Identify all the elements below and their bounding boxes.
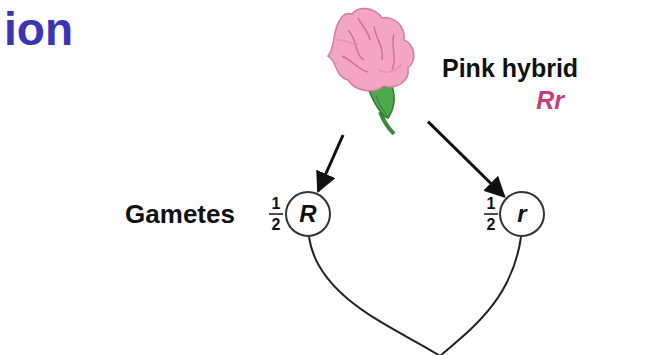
arrow-connector: [318, 135, 343, 191]
fraction-bar: [484, 213, 498, 215]
row-label: Gametes: [125, 201, 235, 227]
fraction-denominator: 2: [487, 217, 496, 233]
fraction-numerator: 1: [272, 196, 281, 212]
slide-title: ion: [4, 2, 73, 56]
gamete-circle: R: [285, 191, 331, 237]
fraction-bar: [269, 213, 283, 215]
fraction-numerator: 1: [487, 196, 496, 212]
genotype-label: Rr: [536, 86, 564, 115]
merge-curve: [440, 237, 521, 355]
arrow-connector: [428, 122, 504, 197]
allele-letter: r: [517, 200, 526, 228]
parent-label: Pink hybrid: [442, 54, 578, 83]
flower-node: Pink hybridRr: [318, 0, 428, 135]
gamete-circle: r: [499, 191, 545, 237]
allele-letter: R: [299, 200, 316, 228]
fraction-denominator: 2: [272, 217, 281, 233]
merge-curve: [309, 237, 440, 355]
carnation-illustration: [318, 0, 428, 135]
